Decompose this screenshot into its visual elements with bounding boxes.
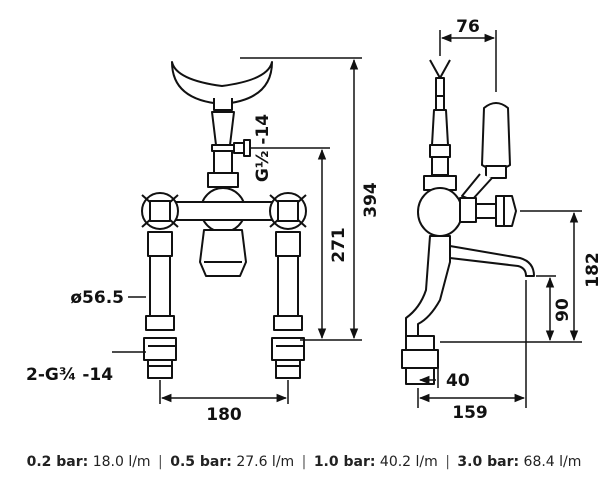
side-cross-handle [475, 195, 517, 227]
left-leg [143, 231, 177, 379]
dim-394: 394 [361, 182, 381, 218]
left-cross-handle [141, 192, 179, 230]
flow-pressure-0: 0.2 bar: [26, 454, 89, 470]
flow-pressure-2: 1.0 bar: [313, 454, 376, 470]
side-valve-body [417, 187, 463, 237]
dim-diameter: ø56.5 [70, 288, 124, 308]
flow-rate-3: 68.4 l/m [523, 454, 582, 470]
dim-40: 40 [446, 371, 470, 391]
dim-271: 271 [329, 227, 349, 263]
flow-rate-2: 40.2 l/m [379, 454, 438, 470]
flow-rate-0: 18.0 l/m [92, 454, 151, 470]
flow-rate-caption: 0.2 bar: 18.0 l/m | 0.5 bar: 27.6 l/m | … [0, 454, 608, 470]
side-dimensions [417, 30, 582, 408]
front-dimensions [112, 57, 362, 404]
flow-rate-1: 27.6 l/m [236, 454, 295, 470]
handset-fork [429, 59, 451, 79]
right-cross-handle [269, 192, 307, 230]
dim-76: 76 [456, 17, 480, 37]
dim-159: 159 [452, 403, 488, 423]
side-view [401, 59, 535, 385]
right-leg [271, 231, 305, 379]
dim-connection-label: G½ -14 [253, 114, 273, 182]
flow-separator: | [445, 454, 450, 470]
dim-inlet-label: 2-G¾ -14 [26, 365, 113, 385]
handset-cradle [171, 61, 273, 105]
side-spout [449, 245, 535, 277]
flow-separator: | [301, 454, 307, 470]
flow-pressure-3: 3.0 bar: [457, 454, 520, 470]
front-riser [211, 111, 235, 146]
dim-182: 182 [583, 252, 603, 288]
lever-handle [481, 102, 511, 171]
front-view [141, 61, 307, 379]
flow-separator: | [158, 454, 163, 470]
dim-90: 90 [553, 298, 573, 322]
dim-centers: 180 [206, 405, 242, 425]
flow-pressure-1: 0.5 bar: [170, 454, 232, 470]
